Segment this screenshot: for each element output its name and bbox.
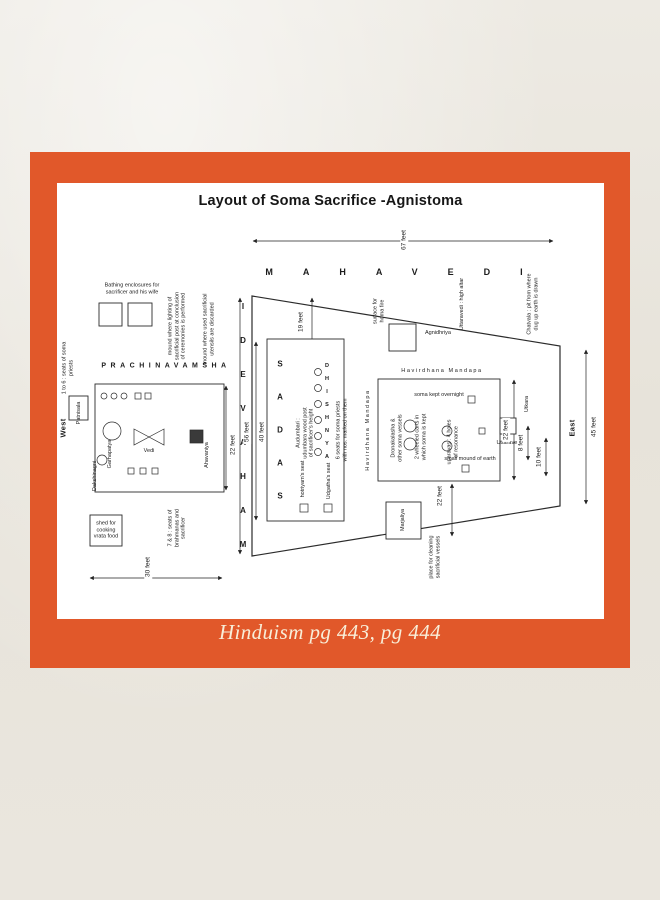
havirdhana-side-label: Havirdhana Mandapa bbox=[365, 389, 371, 471]
prachinavamsha-letters: PRACHINAVAMSHA bbox=[101, 362, 231, 370]
dim-22-feet-right: 22 feet bbox=[502, 418, 510, 442]
havirdhana-top-label: Havirdhana Mandapa bbox=[401, 368, 483, 374]
patnisala-label: Patnisala bbox=[75, 401, 82, 425]
prachinavamsha-hall bbox=[94, 383, 225, 493]
west-label: West bbox=[58, 418, 68, 438]
dim-10-feet: 10 feet bbox=[535, 445, 543, 469]
diagram-title: Layout of Soma Sacrifice -Agnistoma bbox=[198, 193, 463, 209]
caption-text: Hinduism pg 443, pg 444 bbox=[218, 620, 442, 644]
garhapatya-fire bbox=[102, 421, 122, 441]
havirdhana-mandapa bbox=[377, 378, 501, 482]
agnidhriya-label: Agnidhriya bbox=[425, 329, 451, 336]
marjaliya-label: Marjaliya bbox=[399, 508, 406, 532]
dim-22-feet-left: 22 feet bbox=[229, 433, 237, 457]
mound-earth-note: small mound of earth bbox=[444, 455, 496, 462]
dimension-arrows bbox=[89, 238, 589, 581]
hotriyam-seat-label: hotriyam's seat bbox=[299, 460, 306, 498]
dim-30-feet: 30 feet bbox=[144, 555, 152, 579]
agnidhriya-shed bbox=[388, 323, 417, 352]
dim-67-feet: 67 feet bbox=[400, 228, 408, 252]
ahavaniya-label: Ahavaniya bbox=[203, 442, 210, 468]
vrata-shed bbox=[89, 514, 123, 547]
dim-56-feet: 56 feet bbox=[243, 420, 251, 444]
vedi-shape bbox=[133, 428, 150, 446]
uttaravedi-label: Uttaravedi bbox=[496, 439, 522, 446]
dim-19-feet: 19 feet bbox=[297, 310, 305, 334]
outbuildings bbox=[68, 302, 153, 547]
soma-cart-wheel bbox=[403, 419, 417, 433]
utkara-label: Utkara bbox=[523, 395, 530, 413]
diagram-shapes bbox=[68, 238, 589, 581]
drona-note: Dronakalasha &other soma vessels bbox=[390, 414, 404, 462]
vedi-label: Vedi bbox=[143, 447, 155, 454]
dim-8-feet: 8 feet bbox=[517, 432, 525, 454]
mahavedi-outline bbox=[251, 295, 561, 557]
dim-22-feet-bottom: 22 feet bbox=[436, 484, 444, 508]
mahavedi-top-letters: MAHAVEDI bbox=[265, 267, 553, 277]
patnisala-shed bbox=[68, 395, 89, 421]
uttaravedi-note: Uttaravedi : high altar bbox=[458, 277, 465, 331]
marjaliya-shed bbox=[385, 501, 422, 540]
edge-sheds bbox=[385, 323, 517, 540]
dim-40-feet: 40 feet bbox=[258, 420, 266, 444]
dim-45-feet: 45 feet bbox=[590, 415, 598, 439]
bathing-enclosure-2 bbox=[127, 302, 153, 327]
soma-cart-wheel bbox=[403, 437, 417, 451]
garhapatya-label: Garhapatya bbox=[106, 439, 113, 469]
sadas bbox=[266, 338, 345, 522]
ahavaniya-fire bbox=[189, 429, 204, 444]
dakshinagni-fire bbox=[96, 454, 108, 466]
east-label: East bbox=[567, 419, 577, 437]
overnight-note: soma kept overnight bbox=[414, 391, 464, 398]
mahavedi-left-letters: IDEVAHAM bbox=[239, 302, 247, 549]
dakshinagni-label: Dakshinagni bbox=[91, 460, 98, 492]
bathing-enclosure-1 bbox=[98, 302, 123, 327]
udgatha-seat-label: Udgatha's seat bbox=[325, 462, 332, 500]
